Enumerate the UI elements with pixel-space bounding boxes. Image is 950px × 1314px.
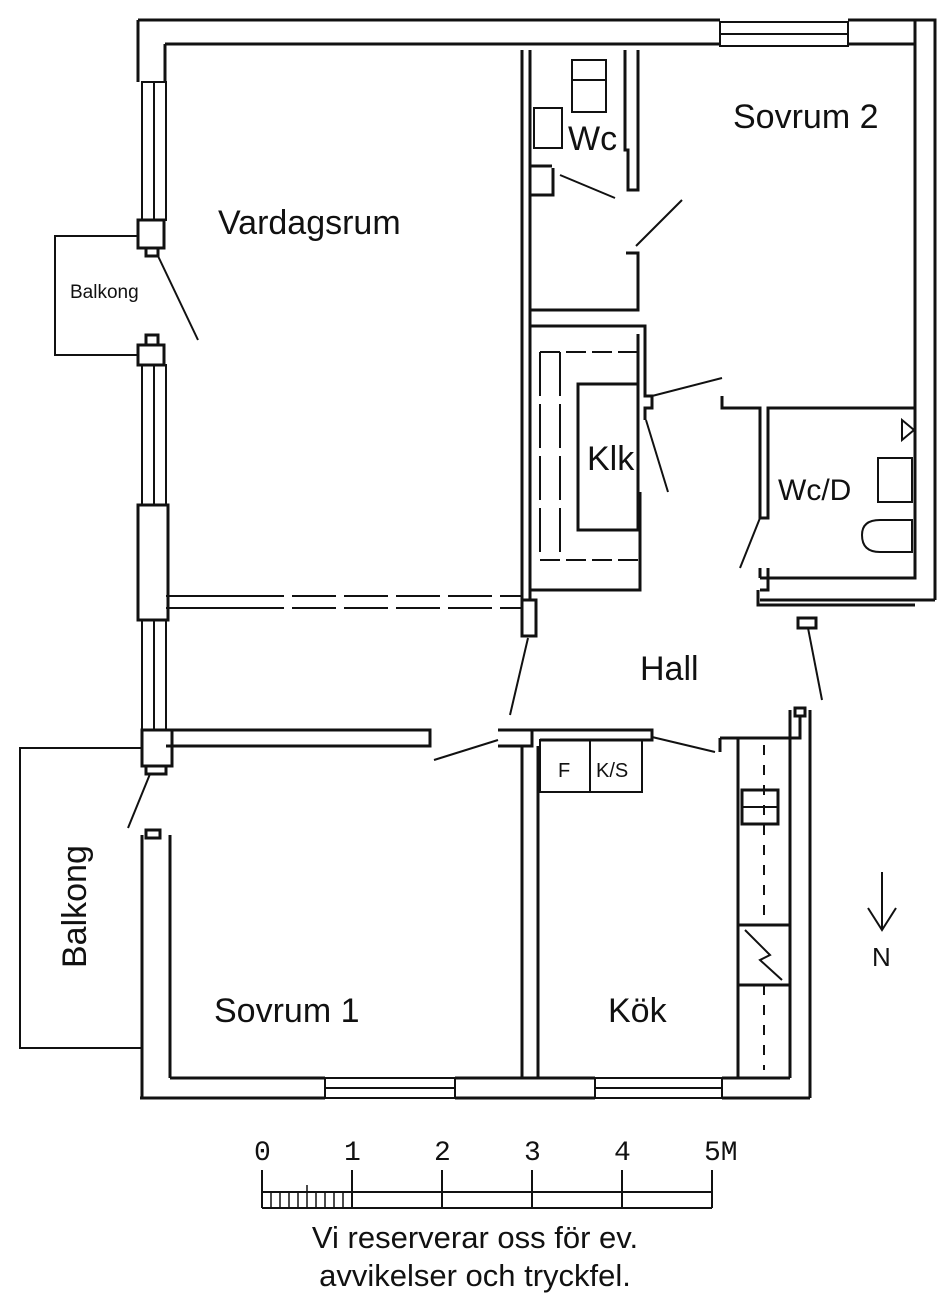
door-swings	[127, 174, 823, 829]
fixtures	[533, 59, 916, 793]
room-label-hall: Hall	[640, 650, 699, 688]
disclaimer-line-2: avvikelser och tryckfel.	[319, 1258, 631, 1293]
scale-tick-5m: 5M	[704, 1138, 738, 1169]
scale-tick-0: 0	[254, 1138, 271, 1169]
room-label-wc: Wc	[568, 120, 617, 158]
scale-tick-3: 3	[524, 1138, 541, 1169]
compass-arrow	[867, 872, 897, 932]
room-label-balkong-left: Balkong	[56, 845, 94, 968]
scale-bar	[261, 1170, 713, 1209]
room-label-vardagsrum: Vardagsrum	[218, 204, 401, 242]
scale-tick-4: 4	[614, 1138, 631, 1169]
wcd-sink	[877, 457, 913, 503]
room-label-klk: Klk	[587, 440, 635, 478]
dashed-openings	[240, 352, 561, 609]
wc-toilet	[571, 59, 607, 113]
room-label-kok: Kök	[608, 992, 668, 1030]
windows	[141, 21, 849, 1099]
label-fridge: F	[558, 760, 570, 782]
label-freezer: K/S	[596, 760, 628, 782]
wcd-tap	[901, 417, 916, 443]
scale-tick-2: 2	[434, 1138, 451, 1169]
left-wall-posts	[136, 218, 174, 840]
compass-label: N	[872, 942, 891, 972]
balconies	[19, 235, 142, 1049]
scale-tick-1: 1	[344, 1138, 361, 1169]
room-label-balkong-top: Balkong	[70, 282, 139, 303]
freezer-box	[589, 739, 643, 793]
dashed-inner	[540, 351, 638, 561]
room-label-wcd: Wc/D	[778, 474, 851, 507]
wc-sink	[533, 107, 563, 149]
disclaimer-line-1: Vi reserverar oss för ev.	[311, 1220, 639, 1255]
wcd-toilet	[860, 519, 913, 553]
room-label-sovrum2: Sovrum 2	[733, 98, 879, 136]
room-label-sovrum1: Sovrum 1	[214, 992, 360, 1030]
